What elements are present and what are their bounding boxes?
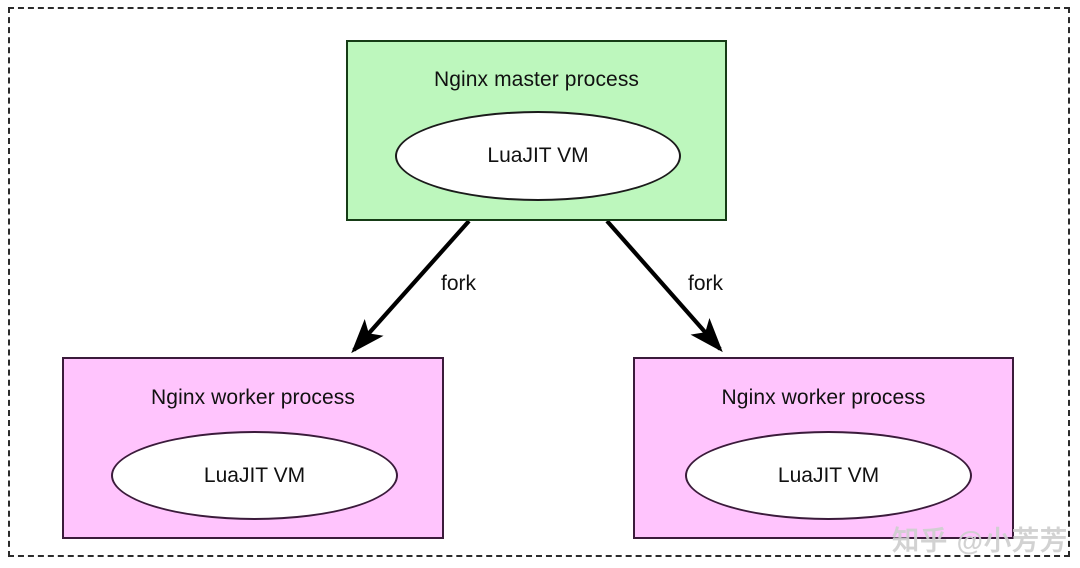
- node-nginx-worker-process-right[interactable]: Nginx worker process LuaJIT VM: [633, 357, 1014, 539]
- master-luajit-vm-ellipse[interactable]: LuaJIT VM: [395, 111, 681, 201]
- master-process-title: Nginx master process: [433, 68, 640, 91]
- worker-left-luajit-vm-ellipse[interactable]: LuaJIT VM: [111, 431, 398, 520]
- worker-left-luajit-vm-label: LuaJIT VM: [203, 463, 306, 487]
- node-nginx-worker-process-left[interactable]: Nginx worker process LuaJIT VM: [62, 357, 444, 539]
- worker-right-process-title: Nginx worker process: [721, 386, 926, 409]
- zhihu-watermark: 知乎 @小芳芳: [892, 526, 1068, 556]
- master-luajit-vm-label: LuaJIT VM: [487, 144, 589, 167]
- fork-label-right: fork: [688, 272, 724, 295]
- node-nginx-master-process[interactable]: Nginx master process LuaJIT VM: [346, 40, 727, 221]
- worker-right-luajit-vm-label: LuaJIT VM: [777, 463, 880, 487]
- worker-left-process-title: Nginx worker process: [151, 386, 355, 409]
- fork-label-left: fork: [441, 272, 477, 295]
- worker-right-luajit-vm-ellipse[interactable]: LuaJIT VM: [685, 431, 972, 520]
